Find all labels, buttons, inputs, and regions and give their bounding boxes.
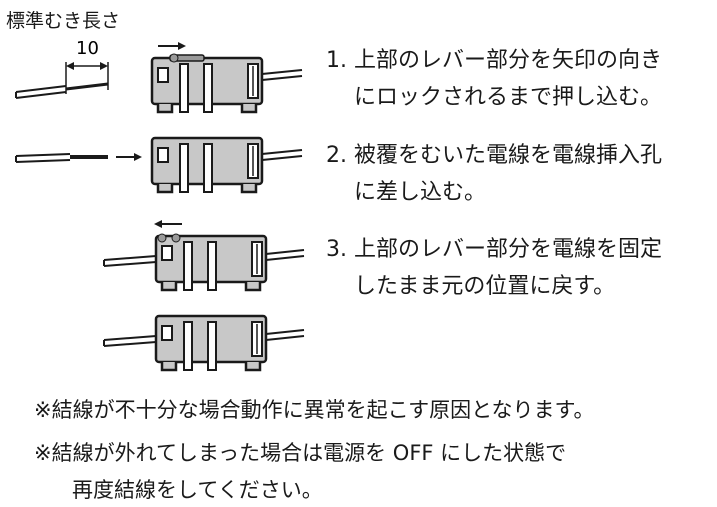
wire-out-4 bbox=[265, 329, 305, 341]
strip-length-title: 標準むき長さ bbox=[6, 10, 121, 32]
step-2: 2. 被覆をむいた電線を電線挿入孔 に差し込む。 bbox=[326, 137, 662, 211]
note-reconnect-line2: 再度結線をしてください。 bbox=[72, 478, 323, 502]
connector-step3 bbox=[154, 233, 268, 292]
note-connection-warning: ※結線が不十分な場合動作に異常を起こす原因となります。 bbox=[34, 398, 595, 422]
step-1-number: 1. bbox=[326, 48, 347, 73]
step-1-line2: にロックされるまで押し込む。 bbox=[354, 85, 663, 110]
step-1-line1: 上部のレバー部分を矢印の向き bbox=[354, 48, 663, 73]
step-3: 3. 上部のレバー部分を電線を固定 したまま元の位置に戻す。 bbox=[326, 231, 662, 305]
connector-step4 bbox=[154, 314, 268, 372]
step-3-line1: 上部のレバー部分を電線を固定 bbox=[354, 237, 663, 262]
step-3-line2: したまま元の位置に戻す。 bbox=[354, 274, 616, 299]
wire-insert bbox=[15, 153, 108, 163]
arrow-right-icon bbox=[158, 42, 186, 50]
dimension-label: 10 bbox=[76, 38, 99, 59]
arrow-right-icon bbox=[116, 153, 142, 161]
connector-step2 bbox=[150, 136, 264, 194]
step-2-line2: に差し込む。 bbox=[354, 180, 487, 205]
wire-in-3 bbox=[103, 255, 157, 267]
wire-out-3 bbox=[265, 249, 305, 261]
arrow-left-icon bbox=[154, 220, 182, 228]
note-reconnect-line1: ※結線が外れてしまった場合は電源を OFF にした状態で bbox=[34, 441, 567, 465]
step-2-line1: 被覆をむいた電線を電線挿入孔 bbox=[354, 143, 663, 168]
connector-step1 bbox=[150, 53, 264, 114]
step-3-number: 3. bbox=[326, 237, 347, 262]
step-2-number: 2. bbox=[326, 143, 347, 168]
wire-in-4 bbox=[103, 335, 157, 347]
wire-out-2 bbox=[261, 149, 303, 161]
step-1: 1. 上部のレバー部分を矢印の向き にロックされるまで押し込む。 bbox=[326, 42, 662, 116]
wire-out-1 bbox=[261, 69, 303, 81]
stripped-wire-dimension bbox=[15, 62, 109, 99]
